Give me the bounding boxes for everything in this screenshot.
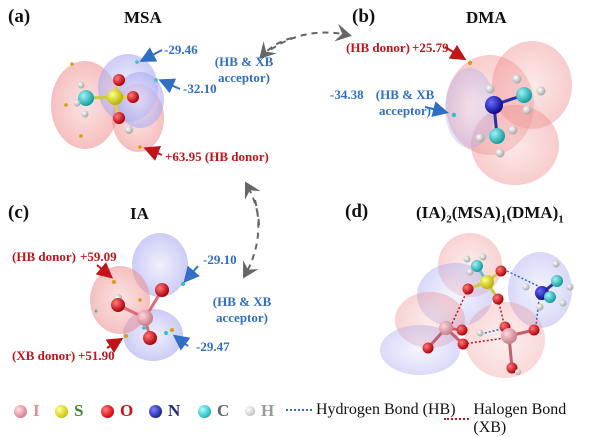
panel-c-title: IA [130,204,149,223]
acceptor-line-2: acceptor) [379,103,431,118]
legend-symbol: I [33,401,40,420]
dma-esp-max: +25.79 [412,40,449,55]
title-part: (IA) [416,203,447,222]
nitrogen-ball-icon [149,404,162,418]
hydrogen-atom [77,81,85,89]
dashed-arrow-msa-ia [243,199,260,279]
legend: I S O N C H Hydrogen Bond (HB) Halogen B… [0,401,600,436]
msa-esp-max: +63.95 (HB donor) [165,149,269,164]
legend-atom-iodine: I [14,401,40,421]
oxygen-atom [113,112,125,124]
legend-atom-oxygen: O [101,401,133,421]
oxygen-ball-icon [101,404,114,418]
arrow-dma-neg [424,101,449,117]
ia-acceptor-label: (HB & XB acceptor) [206,294,278,326]
acceptor-line-2: acceptor) [218,70,270,85]
legend-symbol: C [217,401,230,420]
nitrogen-atom [485,96,503,114]
acceptor-line-2: acceptor) [216,310,268,325]
arrow-dma-pos [444,44,467,61]
sulfur-atom [107,89,123,105]
ia-hb-donor-label: (HB donor) [12,249,76,264]
title-subscript: 2 [446,213,452,226]
esp-surface-negative [116,72,164,128]
msa-acceptor-label: (HB & XB acceptor) [208,54,280,86]
iodine-atom [137,310,153,326]
title-subscript: 1 [558,213,564,226]
esp-surface-negative [445,68,495,148]
oxygen-atom [113,74,125,86]
ia-esp-max2: +51.90 [78,348,115,363]
oxygen-atom [111,298,125,312]
legend-symbol: O [120,401,134,420]
oxygen-atom [143,331,157,345]
panel-b-title: DMA [466,8,507,27]
sulfur-ball-icon [55,404,68,418]
red-dotted-line-icon [444,418,470,420]
arrow-msa-neg2 [158,78,181,94]
panel-a-title: MSA [124,8,162,27]
legend-atom-sulfur: S [55,401,83,421]
arrow-ia-neg1 [183,265,200,284]
msa-esp-min1: -29.46 [164,42,198,57]
ia-molecule [90,233,188,361]
dma-molecule [445,41,572,185]
oxygen-atom [155,283,169,297]
ia-esp-max1: +59.09 [80,249,117,264]
hydrogen-ball-icon [245,406,255,416]
legend-symbol: N [168,401,181,420]
iodine-ball-icon [14,404,27,418]
carbon-atom [78,90,94,106]
esp-surface-negative [132,233,188,297]
ia-xb-donor-label: (XB donor) [12,348,76,363]
legend-halogen-bond: Halogen Bond (XB) [444,401,600,437]
hydrogen-atom [73,99,81,107]
arrow-msa-neg1 [139,47,163,62]
cluster-molecule [380,233,574,378]
legend-atom-hydrogen: H [245,401,274,421]
legend-symbol: S [74,401,84,420]
dma-acceptor-label: (HB & XB acceptor) [370,87,440,119]
title-subscript: 1 [500,213,507,226]
carbon-atom [516,87,532,103]
arrow-msa-pos [143,146,163,161]
ia-esp-min2: -29.47 [196,339,230,354]
legend-hydrogen-bond: Hydrogen Bond (HB) [286,401,456,419]
panel-a-label: (a) [8,6,31,27]
legend-symbol: H [261,401,275,420]
acceptor-line-1: (HB & XB [212,294,272,309]
msa-molecule [51,54,164,152]
esp-surface-positive [471,105,559,185]
arrow-ia-pos1 [95,262,114,279]
ia-esp-min1: -29.10 [203,252,237,267]
panel-c-label: (c) [8,202,30,223]
carbon-atom [489,128,505,144]
blue-dotted-line-icon [286,409,312,411]
panel-b-label: (b) [352,6,376,27]
carbon-ball-icon [198,404,211,418]
legend-atom-nitrogen: N [149,401,180,421]
title-part: (MSA) [451,203,501,222]
panel-d-title: (IA)2(MSA)1(DMA)1 [416,203,564,225]
acceptor-line-1: (HB & XB [214,54,274,69]
hydrogen-atom [125,126,133,134]
msa-esp-min2: -32.10 [183,81,217,96]
oxygen-atom [127,91,139,103]
dma-hb-donor-label: (HB donor) [346,40,410,55]
dashed-arrow-msa-dma [261,23,352,57]
title-part: (DMA) [506,203,559,222]
acceptor-line-1: (HB & XB [375,87,435,102]
arrow-ia-neg2 [172,334,191,351]
hydrogen-atom [81,110,89,118]
dma-esp-min: -34.38 [330,87,364,102]
legend-bond-label: Hydrogen Bond (HB) [316,401,456,418]
arrow-ia-pos2 [105,337,124,354]
legend-bond-label: Halogen Bond (XB) [473,401,567,436]
legend-atom-carbon: C [198,401,229,421]
panel-d-label: (d) [345,201,369,222]
figure-graphics [51,23,574,378]
